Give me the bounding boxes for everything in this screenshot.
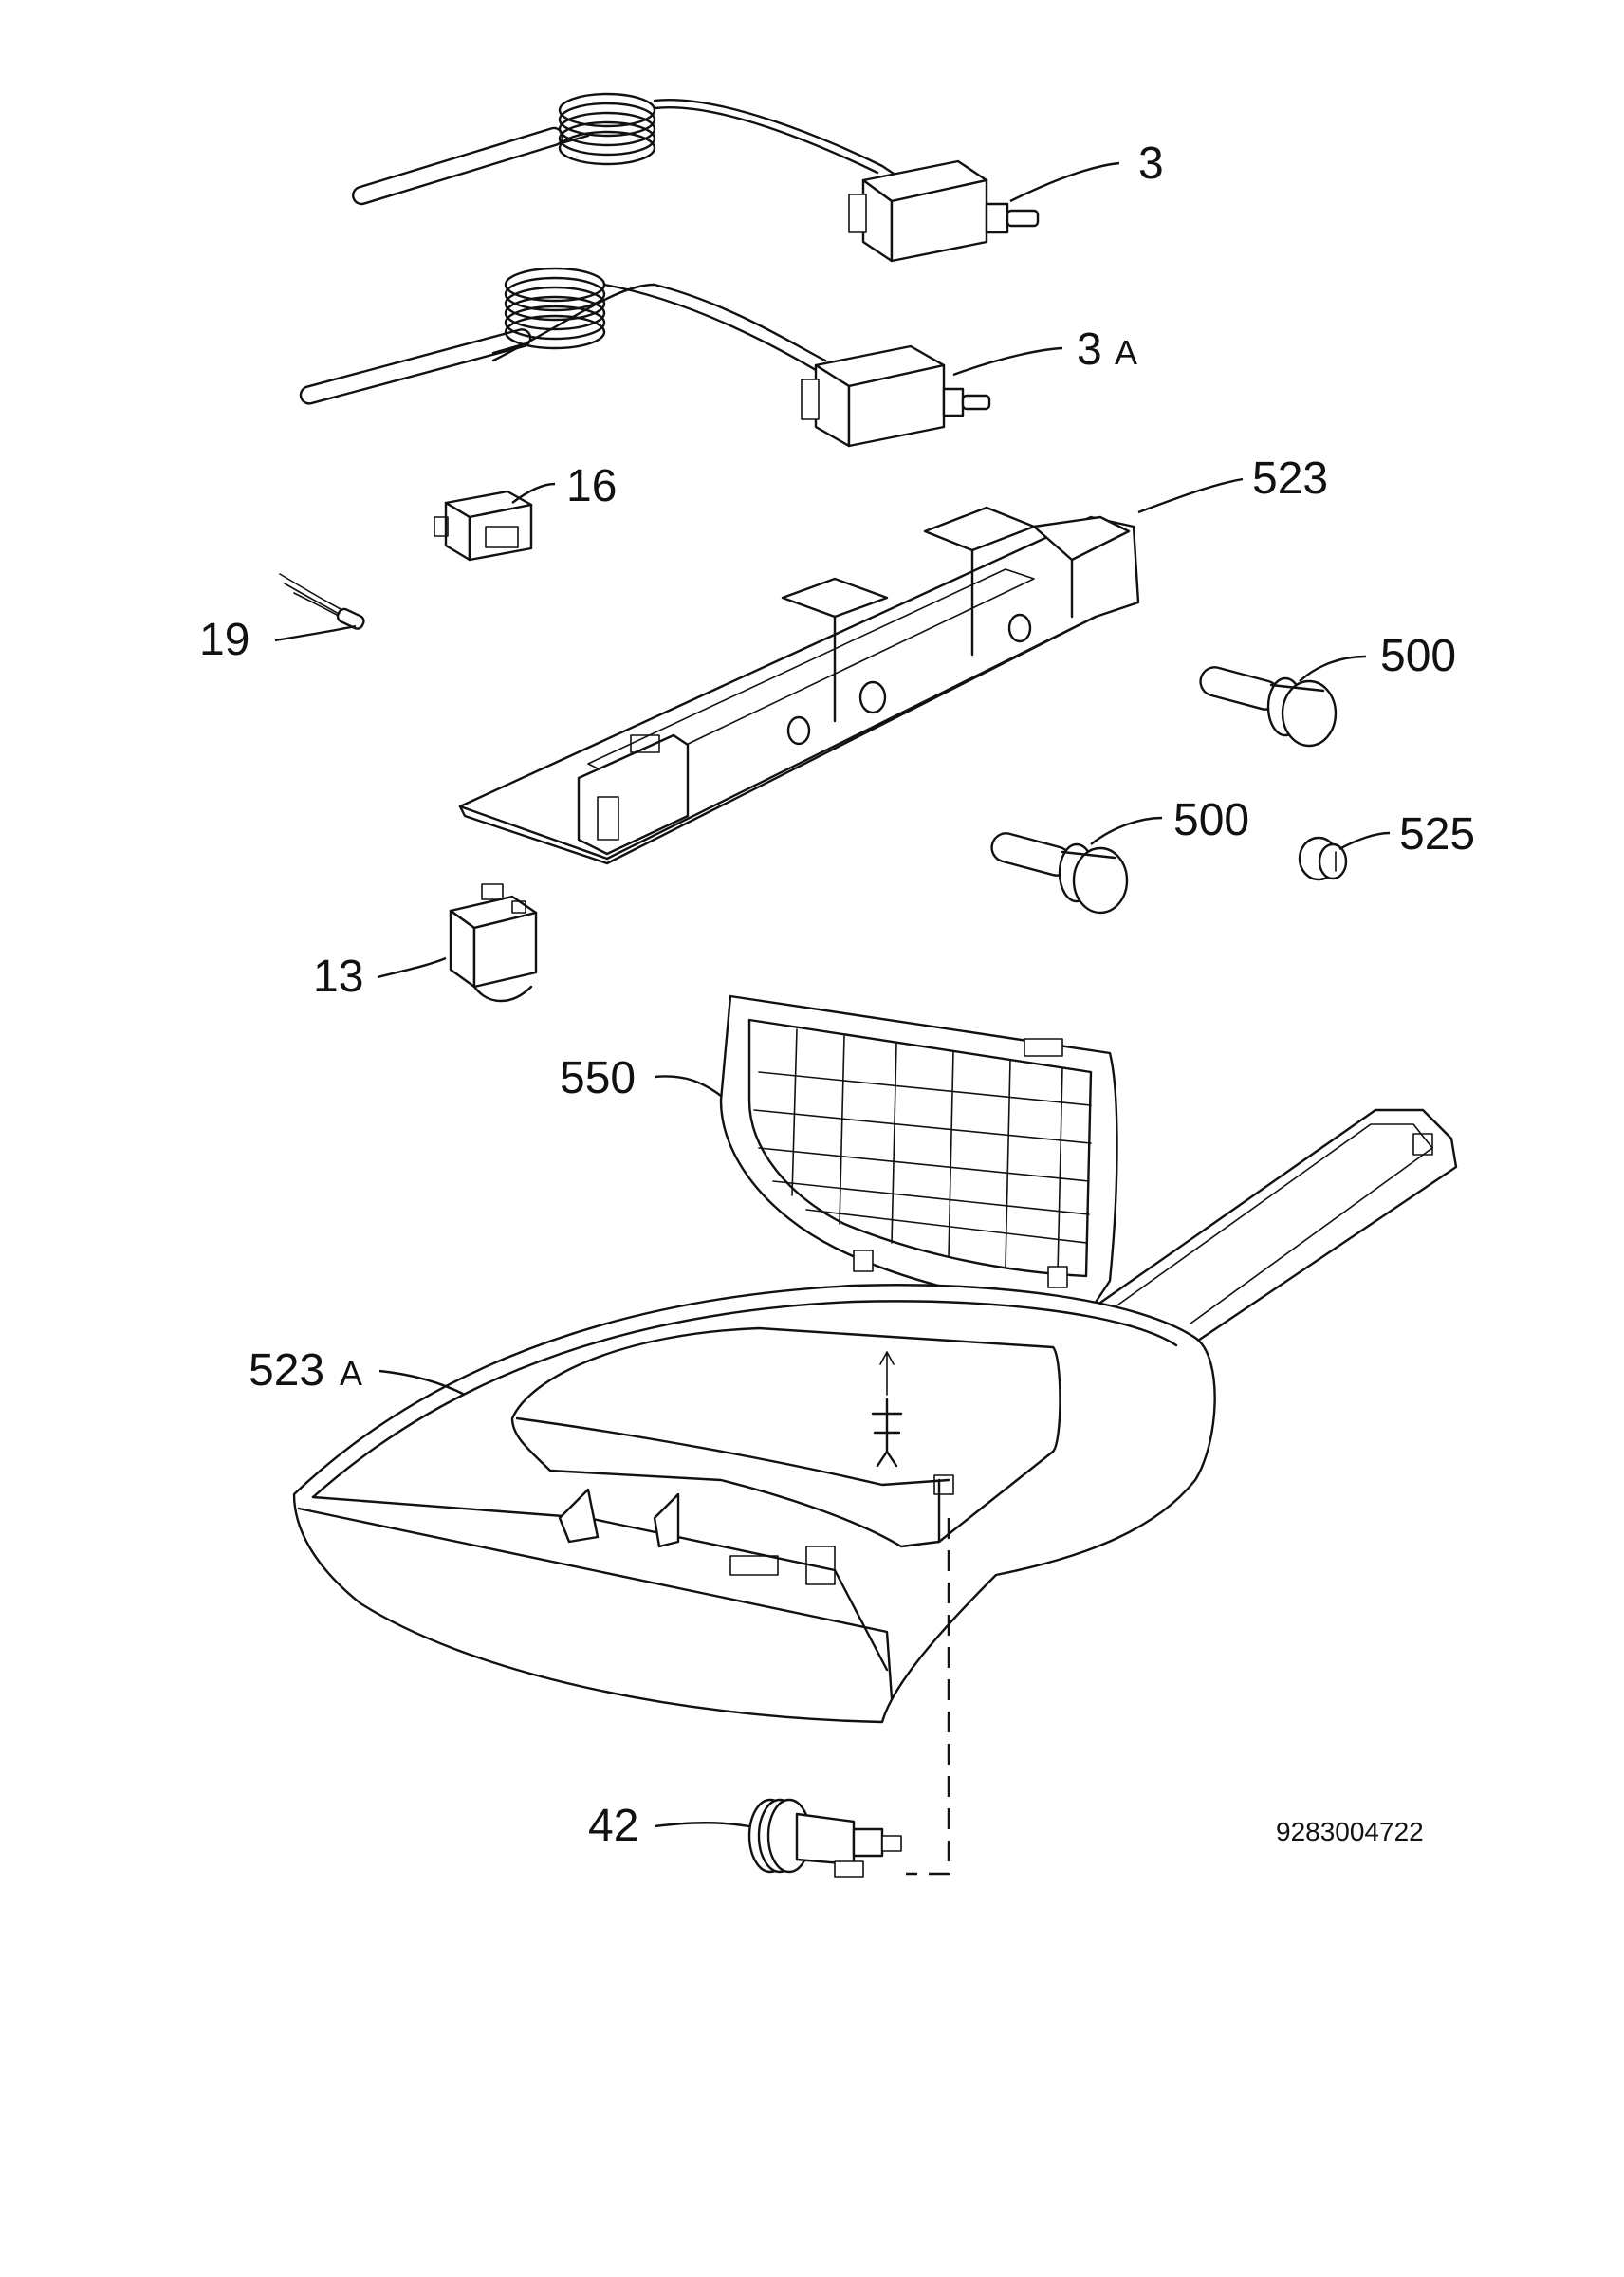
assembly-dashed-line [906,1518,950,1876]
part-13-door-switch [449,883,538,1003]
part-19-sensor [279,573,365,630]
label-3: 3 [1138,139,1164,189]
drawing-number: 9283004722 [1276,1817,1424,1846]
label-3a-suffix: A [1115,333,1137,372]
callout-16: 16 [511,461,617,511]
callout-42: 42 [588,1801,750,1851]
label-523a-suffix: A [340,1354,362,1393]
label-3a-number: 3 [1077,324,1102,375]
part-42-lamp-holder [747,1798,902,1878]
label-525: 525 [1399,809,1475,860]
callout-3: 3 [1009,139,1164,203]
part-3-thermostat [352,92,1040,263]
callout-523a: 523 A [249,1345,466,1397]
label-42: 42 [588,1801,638,1851]
label-500-lower: 500 [1173,795,1249,845]
callout-19: 19 [199,615,357,665]
part-525-knob [1298,836,1348,881]
part-500-lamp-upper [1199,666,1338,748]
callout-500-upper: 500 [1299,631,1456,682]
part-3a-thermostat [299,267,991,448]
label-523: 523 [1252,454,1328,504]
callout-523: 523 [1137,454,1328,514]
callout-525: 525 [1338,809,1475,860]
part-16-switch [434,490,533,562]
part-523-housing [458,506,1140,865]
callout-13: 13 [313,952,447,1002]
callout-550: 550 [560,1053,722,1103]
label-500-upper: 500 [1380,631,1456,681]
part-523a-tray [292,1108,1458,1724]
label-16: 16 [566,461,617,511]
part-500-lamp-lower [990,832,1129,915]
label-19: 19 [199,615,249,665]
callout-3a: 3 A [952,324,1137,377]
label-550: 550 [560,1053,636,1103]
drawing-number-text: 9283004722 [1276,1817,1424,1846]
part-550-grille [719,994,1118,1311]
callout-500-lower: 500 [1090,795,1249,845]
label-523a-number: 523 [249,1345,324,1396]
label-13: 13 [313,952,363,1002]
